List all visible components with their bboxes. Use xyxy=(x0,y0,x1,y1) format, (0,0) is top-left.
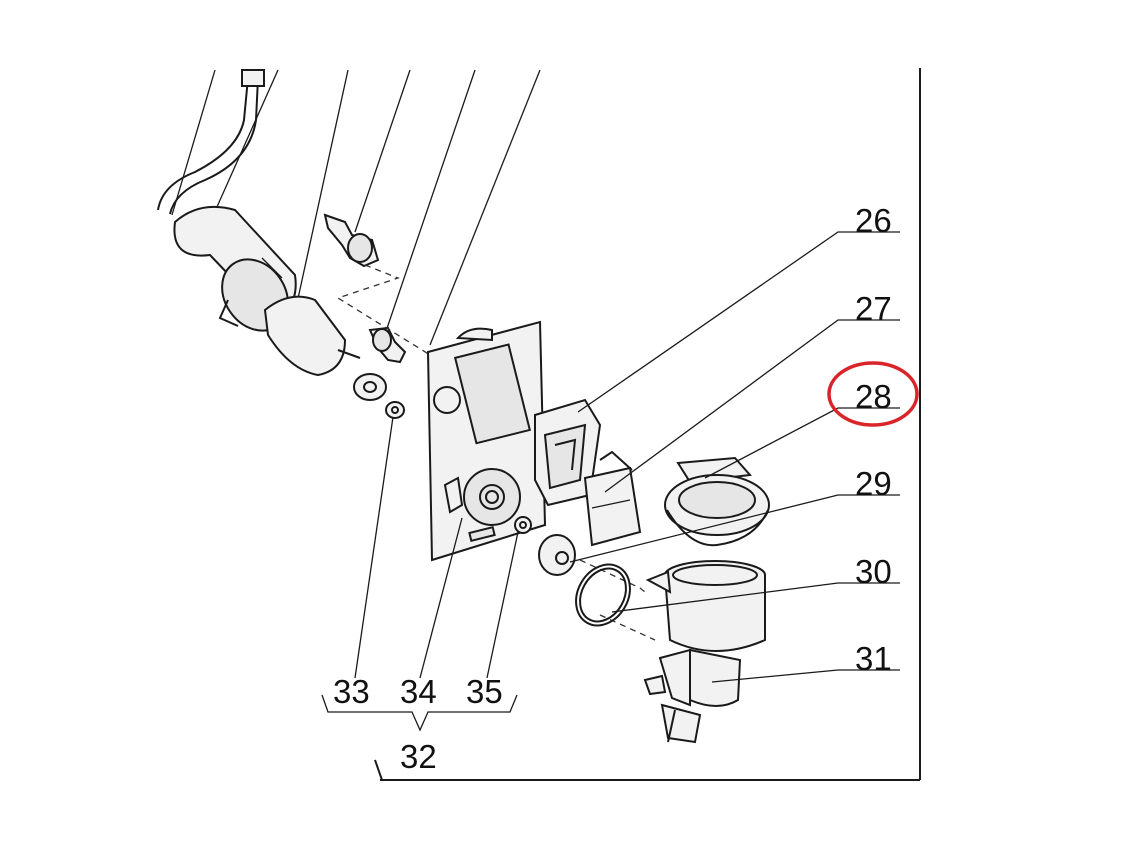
highlight-ring xyxy=(827,361,919,427)
washer-large xyxy=(353,373,387,401)
callout-28: 28 xyxy=(855,378,892,415)
callout-26: 26 xyxy=(855,202,892,239)
dispenser-lid xyxy=(664,456,770,547)
callout-27: 27 xyxy=(855,290,892,327)
dashed-guides xyxy=(336,264,656,641)
fitting-nipple xyxy=(368,326,407,364)
chute-bracket xyxy=(534,398,602,507)
bottom-leader-lines xyxy=(354,416,519,679)
callout-32: 32 xyxy=(400,738,437,775)
flap-door xyxy=(583,450,642,547)
callout-35: 35 xyxy=(466,673,503,710)
callout-30: 30 xyxy=(855,553,892,590)
diagram-frame xyxy=(374,68,921,781)
screw-nut xyxy=(514,516,532,534)
nozzle-valve xyxy=(323,213,380,268)
callout-33: 33 xyxy=(333,673,370,710)
gear-motor xyxy=(173,205,361,377)
right-leader-lines xyxy=(569,231,900,683)
outlet-spout xyxy=(643,648,742,744)
o-ring-seal xyxy=(575,563,631,627)
callout-31: 31 xyxy=(855,640,892,677)
mixing-cup xyxy=(645,560,766,652)
group-brace xyxy=(321,694,518,732)
callout-29: 29 xyxy=(855,465,892,502)
callout-34: 34 xyxy=(400,673,437,710)
motor-cable xyxy=(157,69,265,215)
mounting-plate xyxy=(426,320,547,562)
cone-valve xyxy=(538,534,576,576)
washer-small xyxy=(385,401,405,419)
